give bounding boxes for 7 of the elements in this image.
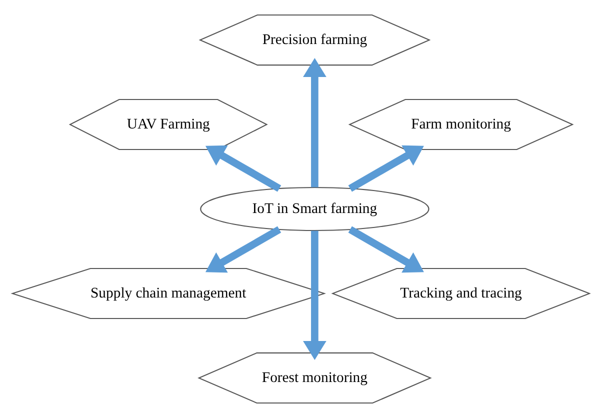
arrow: [348, 144, 424, 192]
arrow: [303, 230, 326, 360]
node-ellipse: IoT in Smart farming: [200, 186, 430, 231]
arrow: [205, 144, 282, 192]
arrow: [205, 226, 282, 272]
arrow: [303, 57, 326, 187]
arrow: [348, 226, 424, 272]
